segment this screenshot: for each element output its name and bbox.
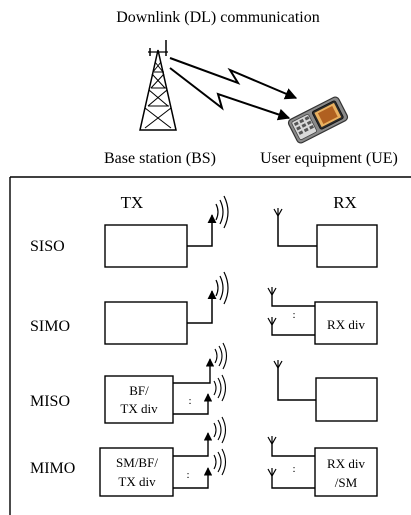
tx-header: TX [121, 193, 144, 212]
tower-icon [139, 40, 177, 131]
miso-tx: BF/ TX div : [104, 342, 228, 424]
lightning-arrow-icon [169, 57, 298, 121]
simo-tx-box [104, 301, 188, 345]
miso-tx-box-line1: BF/ [129, 383, 149, 398]
mimo-tx-box-line2: TX div [118, 474, 156, 489]
mimo-rx-box-line2: /SM [335, 475, 358, 490]
siso-rx-box [316, 224, 378, 268]
miso-rx [273, 359, 378, 422]
diagram-frame [9, 176, 411, 515]
svg-text::: : [292, 309, 295, 321]
wave-icon [215, 195, 229, 229]
simo-rx-box-label: RX div [327, 317, 365, 332]
wave-icon [215, 271, 229, 305]
antenna-icon [267, 286, 277, 296]
miso-tx-box-line2: TX div [120, 401, 158, 416]
mimo-rx-box-line1: RX div [327, 456, 365, 471]
mimo-tx-box-line1: SM/BF/ [116, 455, 158, 470]
mimo-rx-box [314, 447, 378, 497]
wave-icon [213, 416, 227, 444]
siso-rx [273, 207, 378, 268]
diagram-title: Downlink (DL) communication [116, 9, 320, 26]
simo-rx: : RX div [267, 286, 378, 345]
simo-tx [104, 271, 229, 345]
antenna-icon [267, 467, 277, 477]
mimo-tx-box [99, 447, 174, 497]
row-label-siso: SISO [30, 238, 65, 255]
simo-rx-box [314, 301, 378, 345]
bs-label: Base station (BS) [104, 150, 216, 167]
row-label-simo: SIMO [30, 318, 70, 335]
rx-header: RX [333, 193, 357, 212]
miso-tx-box [104, 375, 174, 424]
svg-text::: : [292, 463, 295, 475]
ue-label: User equipment (UE) [260, 150, 398, 167]
wave-icon [214, 342, 228, 370]
phone-icon [287, 96, 349, 144]
svg-text::: : [186, 469, 189, 481]
antenna-icon [273, 207, 283, 217]
wave-icon [213, 374, 227, 402]
row-label-mimo: MIMO [30, 460, 75, 477]
mimo-tx: SM/BF/ TX div : [99, 416, 227, 497]
row-label-miso: MISO [30, 393, 70, 410]
antenna-icon [273, 359, 283, 369]
siso-tx [104, 195, 229, 268]
mimo-rx: : RX div /SM [267, 435, 378, 497]
antenna-icon [267, 316, 277, 326]
siso-tx-box [104, 224, 188, 268]
miso-rx-box [315, 377, 378, 422]
antenna-icon [267, 435, 277, 445]
wave-icon [213, 448, 227, 476]
svg-text::: : [188, 395, 191, 407]
